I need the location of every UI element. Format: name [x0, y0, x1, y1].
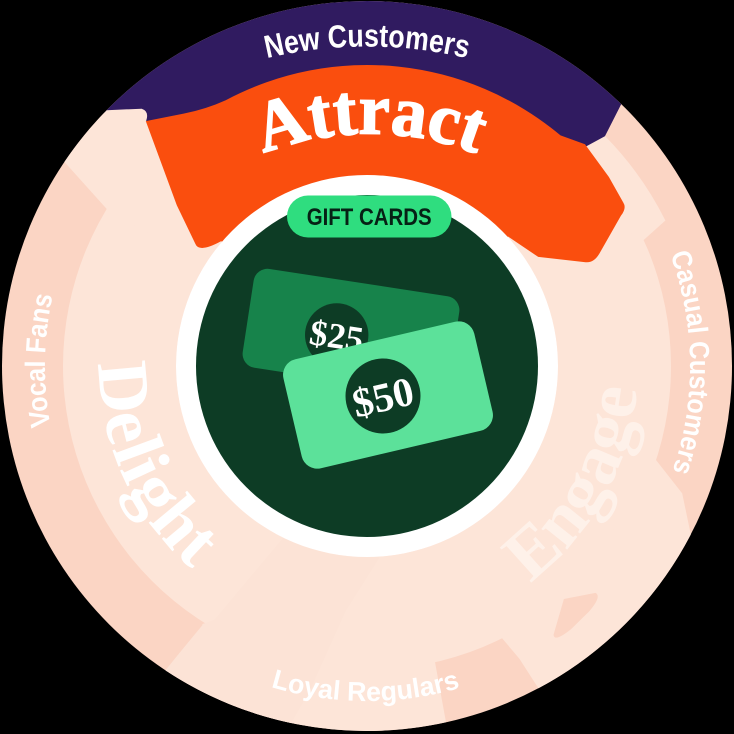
svg-text:GIFT CARDS: GIFT CARDS: [307, 204, 432, 231]
